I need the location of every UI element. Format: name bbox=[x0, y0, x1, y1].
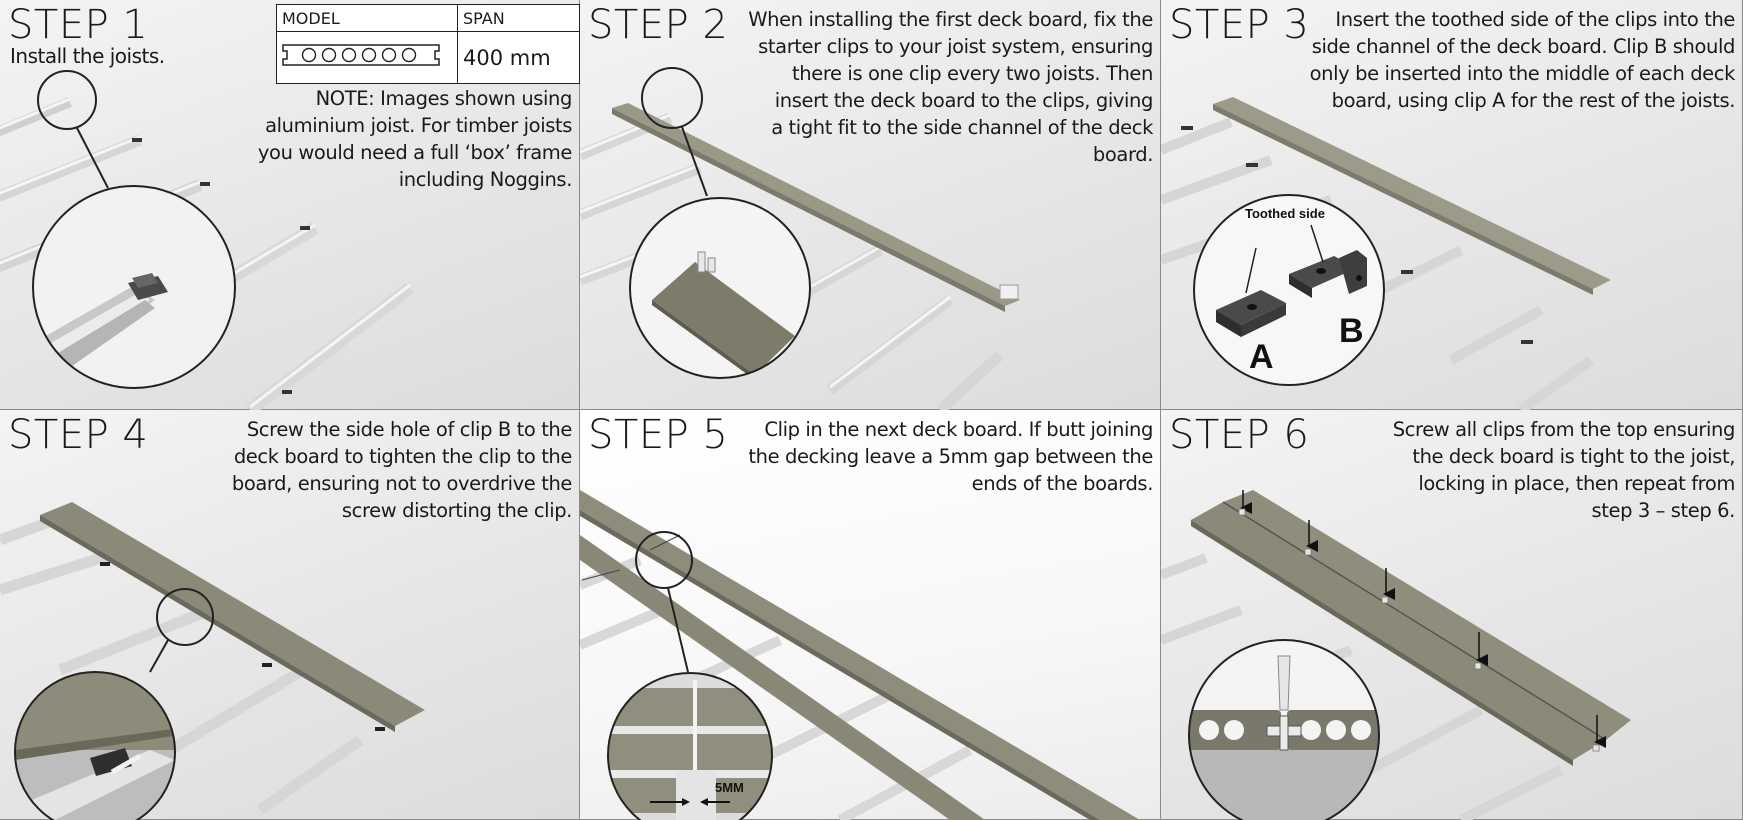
step-4-illustration bbox=[0, 502, 425, 820]
clip-b bbox=[1289, 250, 1367, 298]
step-6-illustration bbox=[1161, 490, 1631, 820]
clip-a bbox=[1216, 290, 1286, 337]
step-2-illustration bbox=[580, 67, 1020, 410]
clip-a-label: A bbox=[1249, 338, 1274, 376]
step-1-panel: STEP 1 Install the joists. MODEL SPAN bbox=[0, 0, 580, 410]
spec-header-span: SPAN bbox=[457, 3, 580, 33]
step-6-panel: STEP 6 Screw all clips from the top ensu… bbox=[1161, 410, 1743, 820]
step-description: Clip in the next deck board. If butt joi… bbox=[748, 418, 1153, 495]
step-3-illustration bbox=[1161, 97, 1611, 410]
spec-header-model: MODEL bbox=[276, 3, 458, 33]
step-title: STEP 6 bbox=[1169, 412, 1310, 458]
step-title: STEP 4 bbox=[8, 412, 149, 458]
step-title: STEP 3 bbox=[1169, 2, 1310, 48]
step-2-panel: STEP 2 When installing the first deck bo… bbox=[580, 0, 1161, 410]
step-4-panel: STEP 4 Screw the side hole of clip B to … bbox=[0, 410, 580, 820]
clip-b-label: B bbox=[1339, 312, 1364, 350]
deck-board-profile-icon bbox=[282, 44, 440, 66]
step-title: STEP 5 bbox=[588, 412, 729, 458]
gap-label: 5MM bbox=[715, 780, 744, 795]
step-description: Insert the toothed side of the clips int… bbox=[1309, 8, 1736, 112]
step-3-panel: Toothed side A B STEP 3 Insert the tooth… bbox=[1161, 0, 1743, 410]
step-title: STEP 1 bbox=[8, 2, 149, 48]
step-1-illustration bbox=[0, 70, 414, 410]
toothed-side-label: Toothed side bbox=[1245, 206, 1325, 221]
spec-span-value: 400 mm bbox=[457, 31, 580, 84]
step-note: NOTE: Images shown using aluminium joist… bbox=[257, 87, 572, 191]
spec-table: MODEL SPAN 400 mm bbox=[276, 3, 580, 84]
step-subtitle: Install the joists. bbox=[10, 44, 165, 68]
step-description: When installing the first deck board, fi… bbox=[748, 8, 1153, 166]
step-description: Screw all clips from the top ensuring th… bbox=[1392, 418, 1736, 522]
deck-profile-icon bbox=[276, 31, 458, 84]
step-5-illustration bbox=[580, 490, 1140, 820]
step-5-panel: 5MM STEP 5 Clip in the next deck board. … bbox=[580, 410, 1161, 820]
step-title: STEP 2 bbox=[588, 2, 729, 48]
step-description: Screw the side hole of clip B to the dec… bbox=[231, 418, 573, 522]
